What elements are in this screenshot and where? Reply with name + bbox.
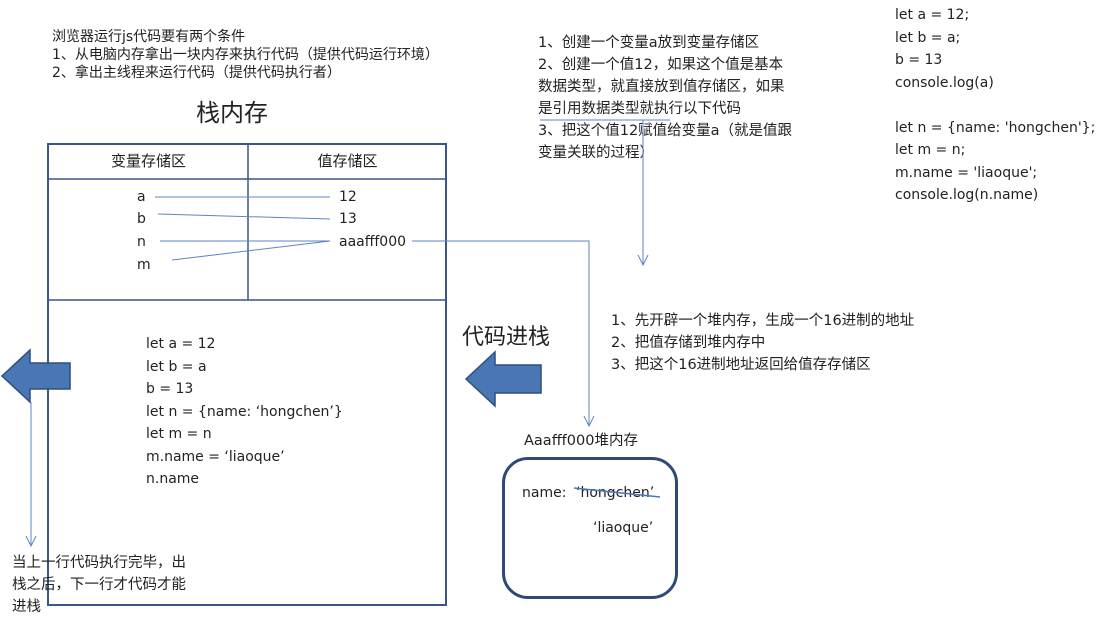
arrowhead-icon — [583, 415, 595, 428]
var-step-line: 变量关联的过程） — [538, 145, 654, 161]
push-label: 代码进栈 — [462, 325, 551, 350]
val-12: 12 — [339, 189, 357, 205]
var-a: a — [137, 189, 146, 205]
val-13: 13 — [339, 211, 357, 227]
code-line: b = 13 — [146, 381, 194, 397]
example-code-line: let m = n; — [895, 142, 966, 158]
connector-address-heap — [412, 240, 590, 425]
var-step-line: 2、创建一个值12，如果这个值是基本 — [538, 57, 784, 73]
arrowhead-icon — [637, 254, 649, 267]
stack-code: let a = 12 let b = a b = 13 let n = {nam… — [146, 333, 343, 491]
pop-note-line: 栈之后，下一行才代码才能 — [12, 577, 186, 593]
var-m: m — [137, 257, 151, 273]
var-step-line: 1、创建一个变量a放到变量存储区 — [538, 35, 760, 51]
var-step-line: 数据类型，就直接放到值存储区，如果 — [538, 79, 785, 95]
heap-step-line: 3、把这个16进制地址返回给值存存储区 — [611, 357, 871, 373]
example-code: let a = 12; let b = a; b = 13 console.lo… — [895, 4, 1095, 207]
heap-key: name: — [522, 485, 567, 501]
connector-b-13 — [157, 213, 331, 220]
example-code-line: console.log(n.name) — [895, 187, 1039, 203]
var-n: n — [137, 234, 146, 250]
pop-note-line: 当上一行代码执行完毕，出 — [12, 555, 186, 571]
stack-title: 栈内存 — [196, 99, 268, 127]
intro-text: 浏览器运行js代码要有两个条件 1、从电脑内存拿出一块内存来执行代码（提供代码运… — [52, 28, 439, 82]
heap-title: Aaafff000堆内存 — [524, 433, 638, 449]
push-arrow-icon — [464, 350, 542, 408]
strike-through-line — [573, 487, 661, 498]
heap-new-value: ‘liaoque’ — [593, 520, 654, 536]
connector-m-addr — [171, 240, 331, 261]
heap-steps-text: 1、先开辟一个堆内存，生成一个16进制的地址 2、把值存储到堆内存中 3、把这个… — [611, 310, 914, 376]
code-line: let a = 12 — [146, 336, 216, 352]
intro-line: 1、从电脑内存拿出一块内存来执行代码（提供代码运行环境） — [52, 47, 439, 63]
pop-note-line: 进栈 — [12, 599, 41, 615]
var-step-line: 3、把这个值12赋值给变量a（就是值跟 — [538, 123, 793, 139]
var-steps-text: 1、创建一个变量a放到变量存储区 2、创建一个值12，如果这个值是基本 数据类型… — [538, 32, 792, 164]
example-code-line: let n = {name: 'hongchen'}; — [895, 119, 1096, 136]
heap-memory-box — [502, 457, 678, 599]
heap-step-line: 1、先开辟一个堆内存，生成一个16进制的地址 — [611, 313, 915, 329]
example-code-line: m.name = 'liaoque'; — [895, 164, 1038, 181]
var-b: b — [137, 211, 146, 227]
example-code-line: let b = a; — [895, 29, 961, 46]
heap-step-line: 2、把值存储到堆内存中 — [611, 335, 766, 351]
intro-line: 浏览器运行js代码要有两个条件 — [52, 29, 246, 45]
code-line: let m = n — [146, 426, 212, 442]
pop-arrow-icon — [0, 348, 71, 404]
arrowhead-icon — [25, 535, 37, 548]
var-step-line: 是引用数据类型就执行以下代码 — [538, 101, 741, 117]
code-line: m.name = ‘liaoque’ — [146, 448, 285, 465]
example-code-line: console.log(a) — [895, 74, 994, 91]
code-line: n.name — [146, 471, 200, 487]
pop-note: 当上一行代码执行完毕，出 栈之后，下一行才代码才能 进栈 — [12, 552, 186, 618]
code-line: let n = {name: ‘hongchen’} — [146, 403, 343, 420]
val-store-header: 值存储区 — [317, 152, 378, 170]
example-code-line: b = 13 — [895, 52, 943, 68]
example-code-line: let a = 12; — [895, 7, 970, 23]
intro-line: 2、拿出主线程来运行代码（提供代码执行者） — [52, 65, 341, 81]
var-store-header: 变量存储区 — [110, 152, 186, 170]
code-line: let b = a — [146, 358, 207, 375]
val-address: aaafff000 — [339, 234, 407, 250]
